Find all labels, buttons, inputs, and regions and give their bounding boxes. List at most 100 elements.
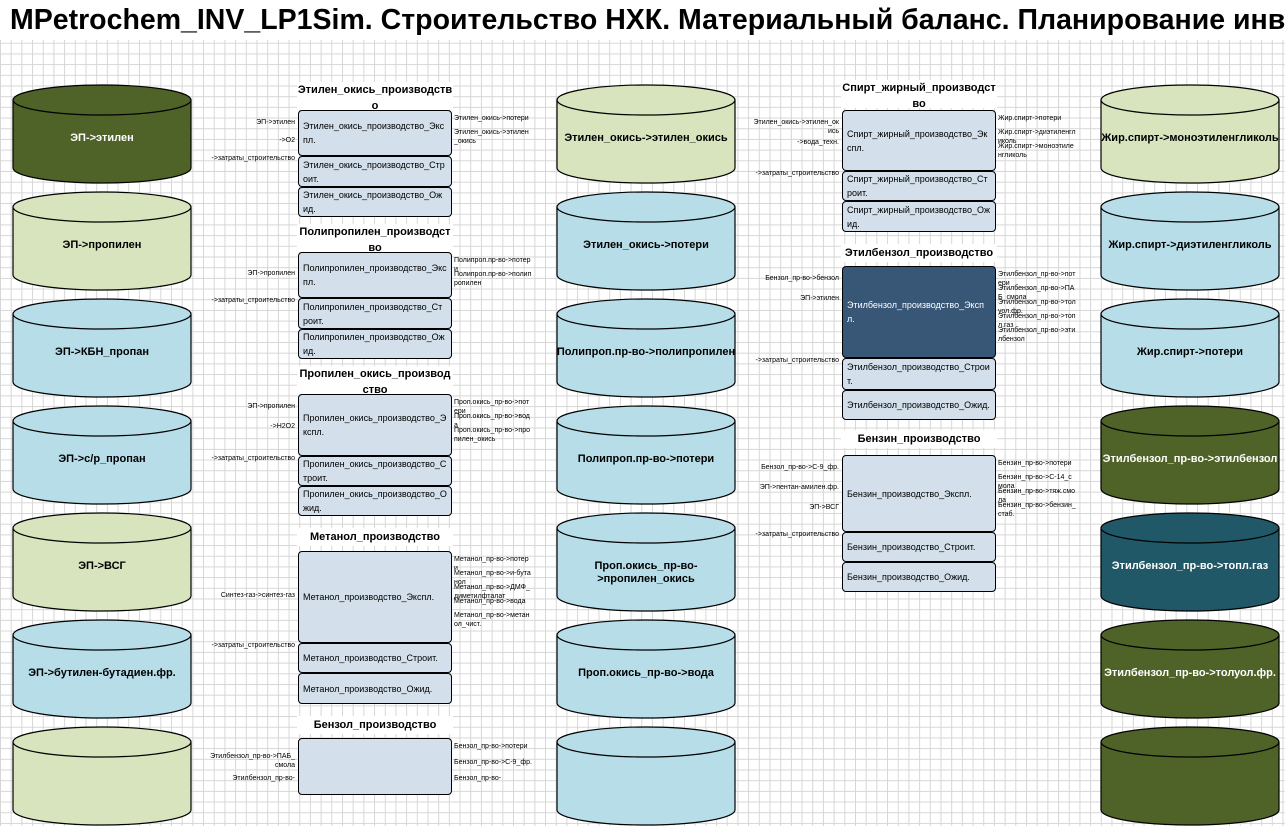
storage-label: Этилбензол_пр-во->топл.газ xyxy=(1111,560,1269,572)
storage-cylinder[interactable] xyxy=(12,726,192,826)
input-flow-label: ЭП->пропилен xyxy=(247,270,295,277)
storage-label: Полипроп.пр-во->полипропилен xyxy=(556,346,736,358)
process-mode-label: Пропилен_окись_производство_Экспл. xyxy=(303,413,447,437)
input-flow-label: Этилбензол_пр-во- xyxy=(232,775,295,782)
output-flow-label: Метанол_пр-во->вода xyxy=(454,598,526,605)
process-mode-label: Полипропилен_производство_Строит. xyxy=(303,301,443,326)
process-mode-box[interactable]: Пропилен_окись_производство_Строит. xyxy=(298,456,452,486)
process-mode-label: Этилбензол_производство_Экспл. xyxy=(847,300,984,324)
process-mode-box[interactable]: Полипропилен_производство_Строит. xyxy=(298,298,452,329)
output-flow-label: Бензин_пр-во->бензин_стаб. xyxy=(998,502,1076,518)
storage-label: Этилбензол_пр-во->этилбензол xyxy=(1102,453,1278,465)
process-title: Этилбензол_производство xyxy=(841,244,997,262)
build-cost-input-label: ->затраты_строительство xyxy=(755,170,840,177)
process-mode-box[interactable]: Метанол_производство_Строит. xyxy=(298,643,452,673)
input-flow-label: Синтез-газ->синтез-газ xyxy=(220,592,295,599)
storage-label: ЭП->КБН_пропан xyxy=(55,346,149,358)
process-mode-box[interactable]: Метанол_производство_Ожид. xyxy=(298,673,452,704)
storage-cylinder[interactable]: ЭП->КБН_пропан xyxy=(12,298,192,398)
output-flow-label: Этилбензол_пр-во->этилбензол xyxy=(998,327,1076,343)
storage-cylinder[interactable]: Этилбензол_пр-во->этилбензол xyxy=(1100,405,1280,505)
process-mode-box[interactable]: Пропилен_окись_производство_Экспл. xyxy=(298,394,452,456)
process-mode-label: Метанол_производство_Экспл. xyxy=(303,592,435,602)
storage-cylinder[interactable]: Этилбензол_пр-во->топл.газ xyxy=(1100,512,1280,612)
input-flow-label: ->вода_техн. xyxy=(797,139,839,146)
output-flow-label: Бензин_пр-во->потери xyxy=(998,460,1072,467)
storage-label: Жир.спирт->диэтиленгликоль xyxy=(1108,239,1272,251)
storage-label: ЭП->бутилен-бутадиен.фр. xyxy=(28,667,176,679)
output-flow-label: Проп.окись_пр-во->вода xyxy=(454,413,530,429)
process-mode-box[interactable]: Этилен_окись_производство_Экспл. xyxy=(298,110,452,156)
process-mode-box[interactable]: Бензин_производство_Ожид. xyxy=(842,562,996,592)
process-title: Бензол_производство xyxy=(297,716,453,734)
storage-cylinder[interactable]: Этилен_окись->этилен_окись xyxy=(556,84,736,184)
process-mode-box[interactable]: Этилен_окись_производство_Строит. xyxy=(298,156,452,187)
page-title: MPetrochem_INV_LP1Sim. Строительство НХК… xyxy=(0,0,1285,40)
output-flow-label: Проп.окись_пр-во->пропилен_окись xyxy=(454,427,531,443)
storage-cylinder[interactable]: ЭП->бутилен-бутадиен.фр. xyxy=(12,619,192,719)
input-flow-label: ->O2 xyxy=(279,137,295,144)
process-mode-box[interactable]: Пропилен_окись_производство_Ожид. xyxy=(298,486,452,516)
process-mode-box[interactable]: Метанол_производство_Экспл. xyxy=(298,551,452,643)
storage-label: Проп.окись_пр-во->пропилен_окись xyxy=(594,560,698,585)
process-mode-box[interactable]: Этилбензол_производство_Ожид. xyxy=(842,390,996,420)
process-mode-box[interactable]: Полипропилен_производство_Экспл. xyxy=(298,252,452,298)
cylinder-shape xyxy=(12,619,192,719)
process-mode-label: Бензин_производство_Ожид. xyxy=(847,572,970,582)
output-flow-label: Полипроп.пр-во->полипропилен xyxy=(454,271,532,287)
input-flow-label: Бензол_пр-во->С-9_фр. xyxy=(761,464,839,471)
storage-cylinder[interactable] xyxy=(1100,726,1280,826)
process-mode-box[interactable]: Полипропилен_производство_Ожид. xyxy=(298,329,452,359)
input-flow-label: ЭП->этилен xyxy=(256,119,295,126)
build-cost-input-label: ->затраты_строительство xyxy=(755,357,840,364)
process-mode-box[interactable]: Бензин_производство_Экспл. xyxy=(842,455,996,532)
output-flow-label: Этилен_окись->потери xyxy=(454,115,529,122)
cylinder-shape xyxy=(1100,191,1280,291)
cylinder-shape xyxy=(12,726,192,826)
output-flow-label: Полипроп.пр-во->потери xyxy=(454,257,531,273)
input-flow-label: ЭП->пропилен xyxy=(247,403,295,410)
storage-cylinder[interactable]: Жир.спирт->потери xyxy=(1100,298,1280,398)
storage-label: Жир.спирт->моноэтиленгликоль xyxy=(1101,132,1279,144)
cylinder-shape xyxy=(556,298,736,398)
storage-cylinder[interactable]: Жир.спирт->моноэтиленгликоль xyxy=(1100,84,1280,184)
process-mode-box[interactable]: Спирт_жирный_производство_Ожид. xyxy=(842,201,996,232)
process-mode-box[interactable]: Спирт_жирный_производство_Экспл. xyxy=(842,110,996,171)
storage-cylinder[interactable]: Полипроп.пр-во->потери xyxy=(556,405,736,505)
storage-cylinder[interactable]: Проп.окись_пр-во->пропилен_окись xyxy=(556,512,736,612)
process-mode-label: Этилбензол_производство_Ожид. xyxy=(847,400,990,410)
storage-cylinder[interactable]: Проп.окись_пр-во->вода xyxy=(556,619,736,719)
process-mode-box[interactable]: Этилбензол_производство_Экспл. xyxy=(842,266,996,358)
process-mode-box[interactable]: Этилен_окись_производство_Ожид. xyxy=(298,187,452,217)
storage-cylinder[interactable]: Полипроп.пр-во->полипропилен xyxy=(556,298,736,398)
output-flow-label: Этилбензол_пр-во->ПАБ_смола xyxy=(998,285,1075,301)
process-mode-label: Этилбензол_производство_Строит. xyxy=(847,362,990,386)
process-mode-box[interactable] xyxy=(298,738,452,795)
storage-cylinder[interactable]: ЭП->этилен xyxy=(12,84,192,184)
cylinder-shape xyxy=(1100,726,1280,826)
build-cost-input-label: ->затраты_строительство xyxy=(211,297,296,304)
cylinder-shape xyxy=(556,84,736,184)
build-cost-input-label: ->затраты_строительство xyxy=(211,455,296,462)
storage-cylinder[interactable]: ЭП->пропилен xyxy=(12,191,192,291)
cylinder-shape xyxy=(1100,84,1280,184)
process-mode-label: Пропилен_окись_производство_Строит. xyxy=(303,459,447,483)
process-mode-label: Этилен_окись_производство_Ожид. xyxy=(303,190,443,214)
process-title: Полипропилен_производство xyxy=(297,224,453,254)
storage-cylinder[interactable]: Этилбензол_пр-во->толуол.фр. xyxy=(1100,619,1280,719)
storage-cylinder[interactable]: Жир.спирт->диэтиленгликоль xyxy=(1100,191,1280,291)
process-mode-label: Этилен_окись_производство_Экспл. xyxy=(303,121,445,145)
process-mode-box[interactable]: Этилбензол_производство_Строит. xyxy=(842,358,996,390)
build-cost-input-label: ->затраты_строительство xyxy=(755,531,840,538)
cylinder-shape xyxy=(556,512,736,612)
process-mode-box[interactable]: Бензин_производство_Строит. xyxy=(842,532,996,562)
storage-cylinder[interactable]: ЭП->с/р_пропан xyxy=(12,405,192,505)
storage-cylinder[interactable]: Этилен_окись->потери xyxy=(556,191,736,291)
storage-label: Этилбензол_пр-во->толуол.фр. xyxy=(1104,667,1276,679)
storage-label: Полипроп.пр-во->потери xyxy=(577,453,715,465)
storage-cylinder[interactable]: ЭП->ВСГ xyxy=(12,512,192,612)
process-mode-label: Метанол_производство_Ожид. xyxy=(303,683,433,694)
storage-cylinder[interactable] xyxy=(556,726,736,826)
process-mode-box[interactable]: Спирт_жирный_производство_Строит. xyxy=(842,171,996,201)
output-flow-label: Бензол_пр-во->С-9_фр. xyxy=(454,759,532,766)
